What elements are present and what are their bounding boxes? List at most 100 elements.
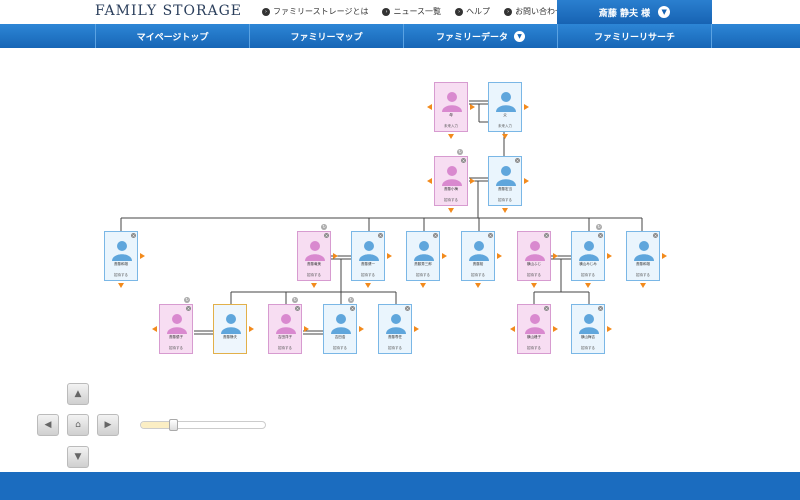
nav-family-research[interactable]: ファミリーリサーチ (557, 24, 712, 48)
person-card[interactable]: 斎藤健一招待する× (351, 231, 385, 281)
person-card[interactable]: 父未来入力 (488, 82, 522, 132)
invite-link[interactable]: 招待する (527, 346, 541, 350)
invite-link[interactable]: 招待する (636, 273, 650, 277)
close-icon[interactable]: × (433, 233, 438, 238)
expand-right-arrow-icon[interactable] (414, 326, 419, 332)
expand-right-arrow-icon[interactable] (442, 253, 447, 259)
close-icon[interactable]: × (488, 233, 493, 238)
person-card[interactable]: 斎藤竜美招待する× (297, 231, 331, 281)
pan-down-button[interactable]: ▼ (67, 446, 89, 468)
person-card[interactable]: 斎藤静夫 (213, 304, 247, 354)
invite-link[interactable]: 招待する (361, 273, 375, 277)
invite-link[interactable]: 招待する (169, 346, 183, 350)
close-icon[interactable]: × (515, 158, 520, 163)
zoom-slider[interactable] (140, 419, 266, 431)
invite-link[interactable]: 招待する (527, 273, 541, 277)
expand-right-arrow-icon[interactable] (470, 178, 475, 184)
person-card[interactable]: 斎藤和雄招待する× (626, 231, 660, 281)
rotate-icon[interactable]: ↻ (184, 297, 190, 303)
invite-link[interactable]: 招待する (498, 198, 512, 202)
rotate-icon[interactable]: ↻ (457, 149, 463, 155)
close-icon[interactable]: × (544, 306, 549, 311)
person-card[interactable]: 斎藤専任招待する× (378, 304, 412, 354)
invite-link[interactable]: 招待する (416, 273, 430, 277)
expand-right-arrow-icon[interactable] (333, 253, 338, 259)
person-card[interactable]: 吉田浩招待する× (323, 304, 357, 354)
invite-link[interactable]: 招待する (444, 198, 458, 202)
close-icon[interactable]: × (295, 306, 300, 311)
expand-right-arrow-icon[interactable] (607, 253, 612, 259)
close-icon[interactable]: × (324, 233, 329, 238)
expand-down-arrow-icon[interactable] (420, 283, 426, 288)
person-card[interactable]: 斎藤優子招待する× (159, 304, 193, 354)
person-card[interactable]: 横山梅吉招待する× (571, 304, 605, 354)
person-card[interactable]: 横山峰子招待する× (517, 304, 551, 354)
expand-down-arrow-icon[interactable] (475, 283, 481, 288)
pan-up-button[interactable]: ▲ (67, 383, 89, 405)
close-icon[interactable]: × (461, 158, 466, 163)
pan-right-button[interactable]: ▶ (97, 414, 119, 436)
invite-link[interactable]: 招待する (388, 346, 402, 350)
expand-right-arrow-icon[interactable] (662, 253, 667, 259)
expand-left-arrow-icon[interactable] (152, 326, 157, 332)
expand-right-arrow-icon[interactable] (304, 326, 309, 332)
expand-right-arrow-icon[interactable] (497, 253, 502, 259)
expand-right-arrow-icon[interactable] (249, 326, 254, 332)
close-icon[interactable]: × (653, 233, 658, 238)
invite-link[interactable]: 招待する (581, 346, 595, 350)
invite-link[interactable]: 未来入力 (444, 124, 458, 128)
expand-right-arrow-icon[interactable] (524, 178, 529, 184)
pan-left-button[interactable]: ◀ (37, 414, 59, 436)
expand-down-arrow-icon[interactable] (502, 134, 508, 139)
person-card[interactable]: 吉田洋子招待する× (268, 304, 302, 354)
expand-right-arrow-icon[interactable] (553, 326, 558, 332)
expand-left-arrow-icon[interactable] (427, 104, 432, 110)
expand-down-arrow-icon[interactable] (531, 283, 537, 288)
expand-down-arrow-icon[interactable] (118, 283, 124, 288)
site-logo[interactable]: FAMILY STORAGE (95, 3, 243, 19)
nav-family-map[interactable]: ファミリーマップ (249, 24, 403, 48)
expand-right-arrow-icon[interactable] (524, 104, 529, 110)
link-about[interactable]: ›ファミリーストレージとは (262, 6, 368, 17)
expand-down-arrow-icon[interactable] (448, 208, 454, 213)
expand-right-arrow-icon[interactable] (387, 253, 392, 259)
close-icon[interactable]: × (598, 233, 603, 238)
person-card[interactable]: 横山みじみ招待する× (571, 231, 605, 281)
nav-family-data[interactable]: ファミリーデータ▼ (403, 24, 557, 48)
invite-link[interactable]: 招待する (307, 273, 321, 277)
invite-link[interactable]: 未来入力 (498, 124, 512, 128)
rotate-icon[interactable]: ↻ (348, 297, 354, 303)
close-icon[interactable]: × (544, 233, 549, 238)
rotate-icon[interactable]: ↻ (292, 297, 298, 303)
expand-down-arrow-icon[interactable] (502, 208, 508, 213)
expand-left-arrow-icon[interactable] (510, 326, 515, 332)
expand-left-arrow-icon[interactable] (427, 178, 432, 184)
person-card[interactable]: 母未来入力 (434, 82, 468, 132)
expand-right-arrow-icon[interactable] (607, 326, 612, 332)
person-card[interactable]: 斎藤小梅招待する× (434, 156, 468, 206)
expand-down-arrow-icon[interactable] (585, 283, 591, 288)
link-help[interactable]: ›ヘルプ (455, 6, 490, 17)
zoom-slider-thumb[interactable] (168, 419, 178, 431)
invite-link[interactable]: 招待する (278, 346, 292, 350)
person-card[interactable]: 斎藤和雄招待する× (104, 231, 138, 281)
close-icon[interactable]: × (405, 306, 410, 311)
close-icon[interactable]: × (378, 233, 383, 238)
person-card[interactable]: 斎藤宏当招待する× (488, 156, 522, 206)
expand-down-arrow-icon[interactable] (448, 134, 454, 139)
person-card[interactable]: 斎藤桜招待する× (461, 231, 495, 281)
invite-link[interactable]: 招待する (114, 273, 128, 277)
expand-right-arrow-icon[interactable] (359, 326, 364, 332)
person-card[interactable]: 斎藤秀三郎招待する× (406, 231, 440, 281)
rotate-icon[interactable]: ↻ (321, 224, 327, 230)
nav-mypage[interactable]: マイページトップ (95, 24, 249, 48)
link-news[interactable]: ›ニュース一覧 (382, 6, 441, 17)
link-contact[interactable]: ›お問い合わせ (504, 6, 563, 17)
invite-link[interactable]: 招待する (333, 346, 347, 350)
user-menu[interactable]: 斎藤 静夫 様 ▼ (557, 0, 712, 24)
invite-link[interactable]: 招待する (471, 273, 485, 277)
expand-down-arrow-icon[interactable] (640, 283, 646, 288)
close-icon[interactable]: × (350, 306, 355, 311)
rotate-icon[interactable]: ↻ (596, 224, 602, 230)
expand-right-arrow-icon[interactable] (470, 104, 475, 110)
